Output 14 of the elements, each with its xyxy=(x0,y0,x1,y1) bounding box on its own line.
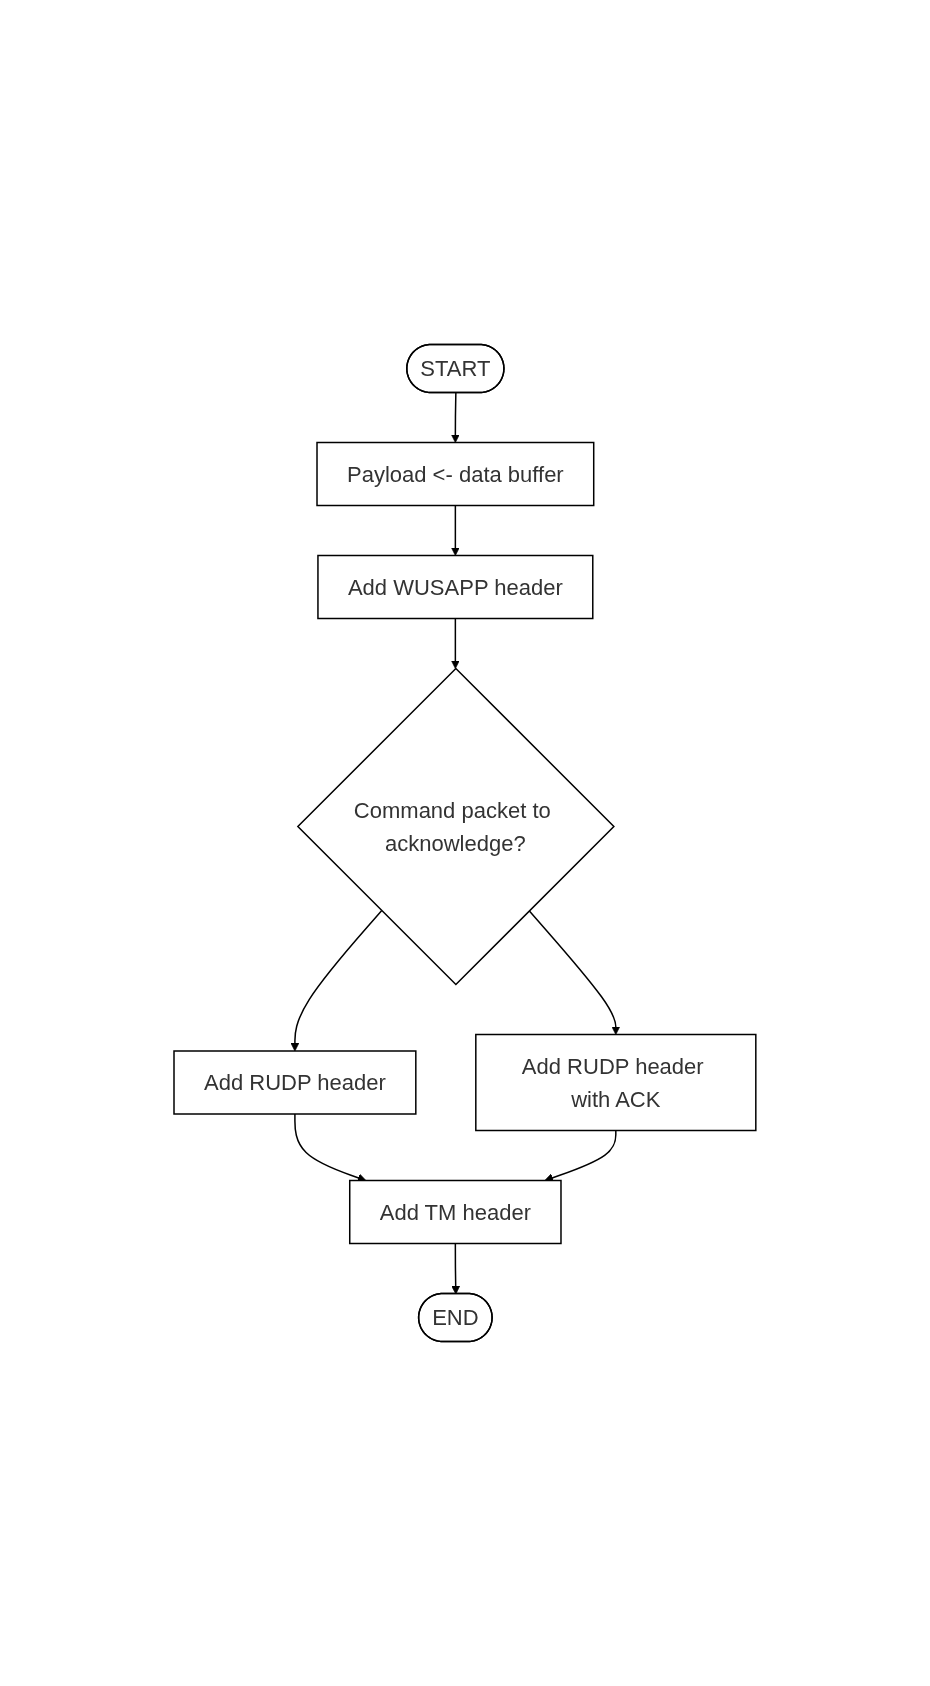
node-box: Add TM header xyxy=(349,1179,562,1245)
node-box: Add RUDP header with ACK xyxy=(475,1033,757,1132)
arrow xyxy=(528,909,621,1035)
node-box: Add WUSAPP header xyxy=(317,554,594,620)
arrow xyxy=(294,1113,367,1182)
arrow xyxy=(451,1242,461,1295)
arrow xyxy=(544,1129,617,1182)
arrow xyxy=(451,617,460,669)
node-diamond: Command packet to acknowledge? xyxy=(296,667,615,986)
arrow xyxy=(451,392,460,443)
arrow xyxy=(290,909,383,1052)
node-box: Payload <- data buffer xyxy=(316,441,595,507)
node-box: Add RUDP header xyxy=(173,1050,417,1115)
arrow xyxy=(451,504,460,556)
